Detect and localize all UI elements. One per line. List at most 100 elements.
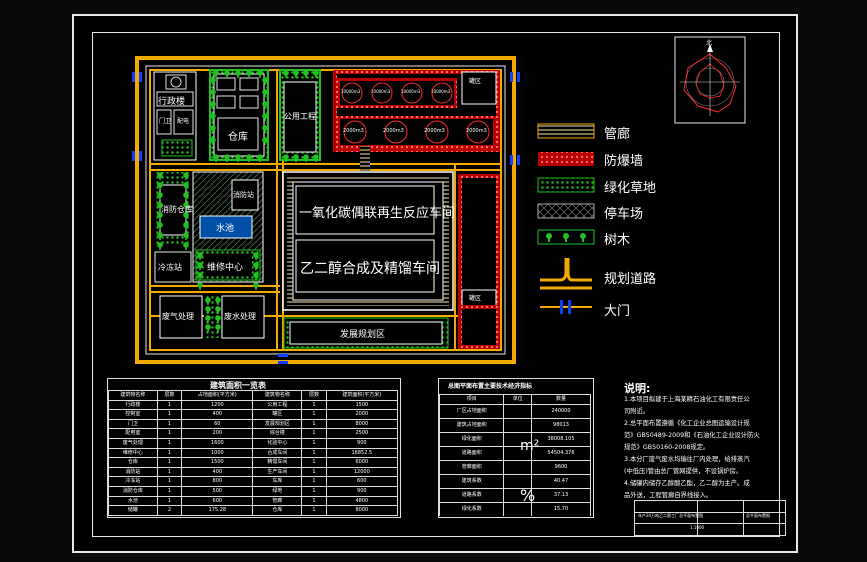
- utility-label: 公用工程: [284, 112, 316, 121]
- table-cell: 生产车间: [252, 466, 303, 478]
- tree-trunk: [212, 82, 214, 85]
- table-cell: 1200: [181, 399, 254, 411]
- tree: [197, 272, 203, 278]
- table-cell: 240000: [531, 403, 591, 419]
- tree-trunk: [199, 267, 201, 270]
- tree: [283, 154, 289, 160]
- tree: [157, 212, 163, 218]
- tree: [183, 172, 189, 178]
- table-cell: 精馏车间: [252, 457, 303, 468]
- tree-trunk: [259, 159, 261, 162]
- perimeter-road: [135, 56, 516, 364]
- tank-ring: [466, 120, 490, 144]
- tree: [253, 262, 259, 268]
- tree: [215, 306, 221, 312]
- table-cell: 污水池: [108, 514, 158, 516]
- table-cell: 1: [156, 514, 183, 516]
- tree: [157, 222, 163, 228]
- col-header: 层数: [156, 390, 183, 401]
- tree-trunk: [159, 217, 161, 220]
- warehouse-building: [209, 69, 269, 161]
- tree-trunk: [237, 75, 239, 78]
- legend-label-road: 规划道路: [604, 272, 657, 287]
- tree-trunk: [217, 311, 219, 314]
- tree: [205, 324, 211, 330]
- fire-warehouse-label: 消防仓库: [161, 205, 193, 214]
- table-cell: 212.56: [325, 514, 398, 516]
- table-cell: 1500: [325, 399, 398, 411]
- gates: [132, 72, 520, 364]
- tree-trunk: [237, 159, 239, 162]
- col-header: 建筑物名称: [108, 390, 158, 401]
- table-cell: 1000: [181, 447, 254, 459]
- table-cell: 管廊面积: [439, 459, 505, 475]
- table-cell: 仓库: [108, 457, 158, 468]
- title-block-scale: 1:1000: [690, 525, 705, 530]
- tree-trunk: [217, 320, 219, 323]
- tree: [157, 232, 163, 238]
- table-cell: 1: [156, 495, 183, 507]
- note-line: (中低压)管由总厂管网提供，不设锅炉房。: [624, 468, 743, 475]
- trees: [157, 70, 319, 332]
- tree-trunk: [255, 267, 257, 270]
- table-cell: 400: [181, 409, 254, 420]
- tech-index-table-frame: [438, 378, 594, 518]
- table-cell: 54504.376: [531, 445, 591, 461]
- tree-trunk: [207, 311, 209, 314]
- table-cell: 管廊: [252, 495, 303, 507]
- table-cell: 厂区占地面积: [439, 403, 505, 419]
- tree: [210, 125, 216, 131]
- table-cell: 化验中心: [252, 437, 303, 449]
- table-cell: 1600: [181, 437, 254, 449]
- table-cell: 1: [301, 409, 327, 420]
- legend-label-wall: 防爆墙: [604, 154, 644, 169]
- tree: [262, 137, 268, 143]
- tree: [253, 252, 259, 258]
- table-cell: 1: [301, 514, 327, 516]
- tree: [183, 182, 189, 188]
- tree-trunk: [159, 197, 161, 200]
- tree-trunk: [264, 94, 266, 97]
- table-cell: 1: [301, 485, 327, 497]
- table-cell: 消防仓库: [108, 485, 158, 497]
- table-cell: 200: [181, 428, 254, 439]
- col-header: 建筑物名称: [252, 390, 303, 401]
- tree: [253, 272, 259, 278]
- table-cell: 维修中心: [108, 447, 158, 459]
- table-cell: 175.28: [181, 505, 254, 516]
- dev-area: [283, 317, 449, 349]
- tree: [197, 252, 203, 258]
- title-block-sheet: 总平面布置图: [746, 513, 770, 518]
- table-cell: 9600: [531, 459, 591, 475]
- tree: [262, 101, 268, 107]
- table-cell: 公用工程: [252, 399, 303, 411]
- tree: [210, 137, 216, 143]
- tree: [183, 242, 189, 248]
- tree-trunk: [159, 227, 161, 230]
- table-header-row: 建筑物名称 层数 占地面积(平方米) 建筑物名称 层数 建筑面积(平方米): [108, 390, 398, 401]
- tree: [224, 154, 230, 160]
- wind-rose: [674, 36, 746, 124]
- table-cell: 1: [156, 409, 183, 420]
- tree-trunk: [212, 142, 214, 145]
- tank-ring: [343, 120, 367, 144]
- table-cell: 绿化面积: [439, 431, 505, 447]
- table-cell: 4800: [325, 495, 398, 507]
- tree: [257, 154, 263, 160]
- legend-label-grass: 绿化草地: [604, 181, 657, 196]
- tree-trunk: [185, 227, 187, 230]
- tree: [183, 222, 189, 228]
- table-cell: 罐区: [252, 409, 303, 420]
- substation-label: 配电: [177, 118, 190, 125]
- tree-trunk: [185, 197, 187, 200]
- tree-trunk: [264, 106, 266, 109]
- table-cell: 绿化系数: [439, 501, 505, 516]
